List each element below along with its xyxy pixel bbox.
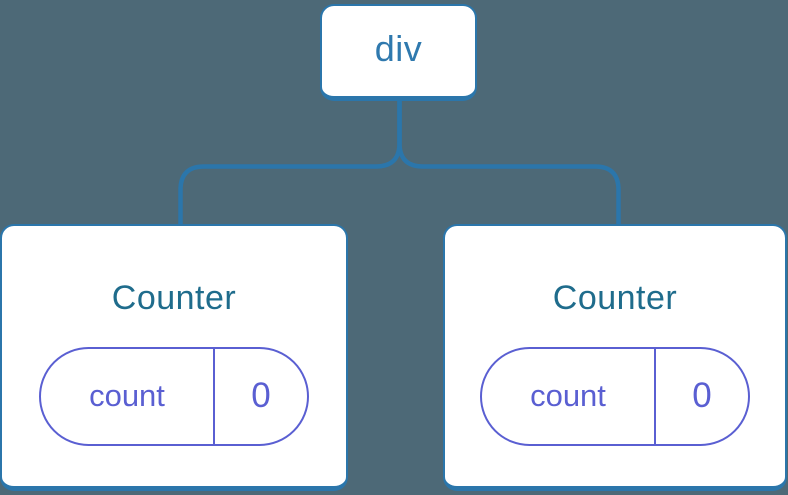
state-divider <box>213 349 215 444</box>
state-value: 0 <box>251 375 271 415</box>
state-key-label: count <box>530 377 606 413</box>
component-node-counter-right: Counter count 0 <box>443 224 787 491</box>
connector-right <box>397 100 621 226</box>
state-pill: count 0 <box>39 347 309 446</box>
component-node-counter-left: Counter count 0 <box>0 224 348 491</box>
state-key-label: count <box>89 377 165 413</box>
component-title: Counter <box>552 279 678 317</box>
tree-node-div: div <box>320 4 477 101</box>
state-divider <box>654 349 656 444</box>
state-value: 0 <box>692 375 712 415</box>
root-node-label: div <box>374 28 423 69</box>
component-title: Counter <box>111 279 237 317</box>
state-pill: count 0 <box>480 347 750 446</box>
connector-left <box>178 100 402 226</box>
